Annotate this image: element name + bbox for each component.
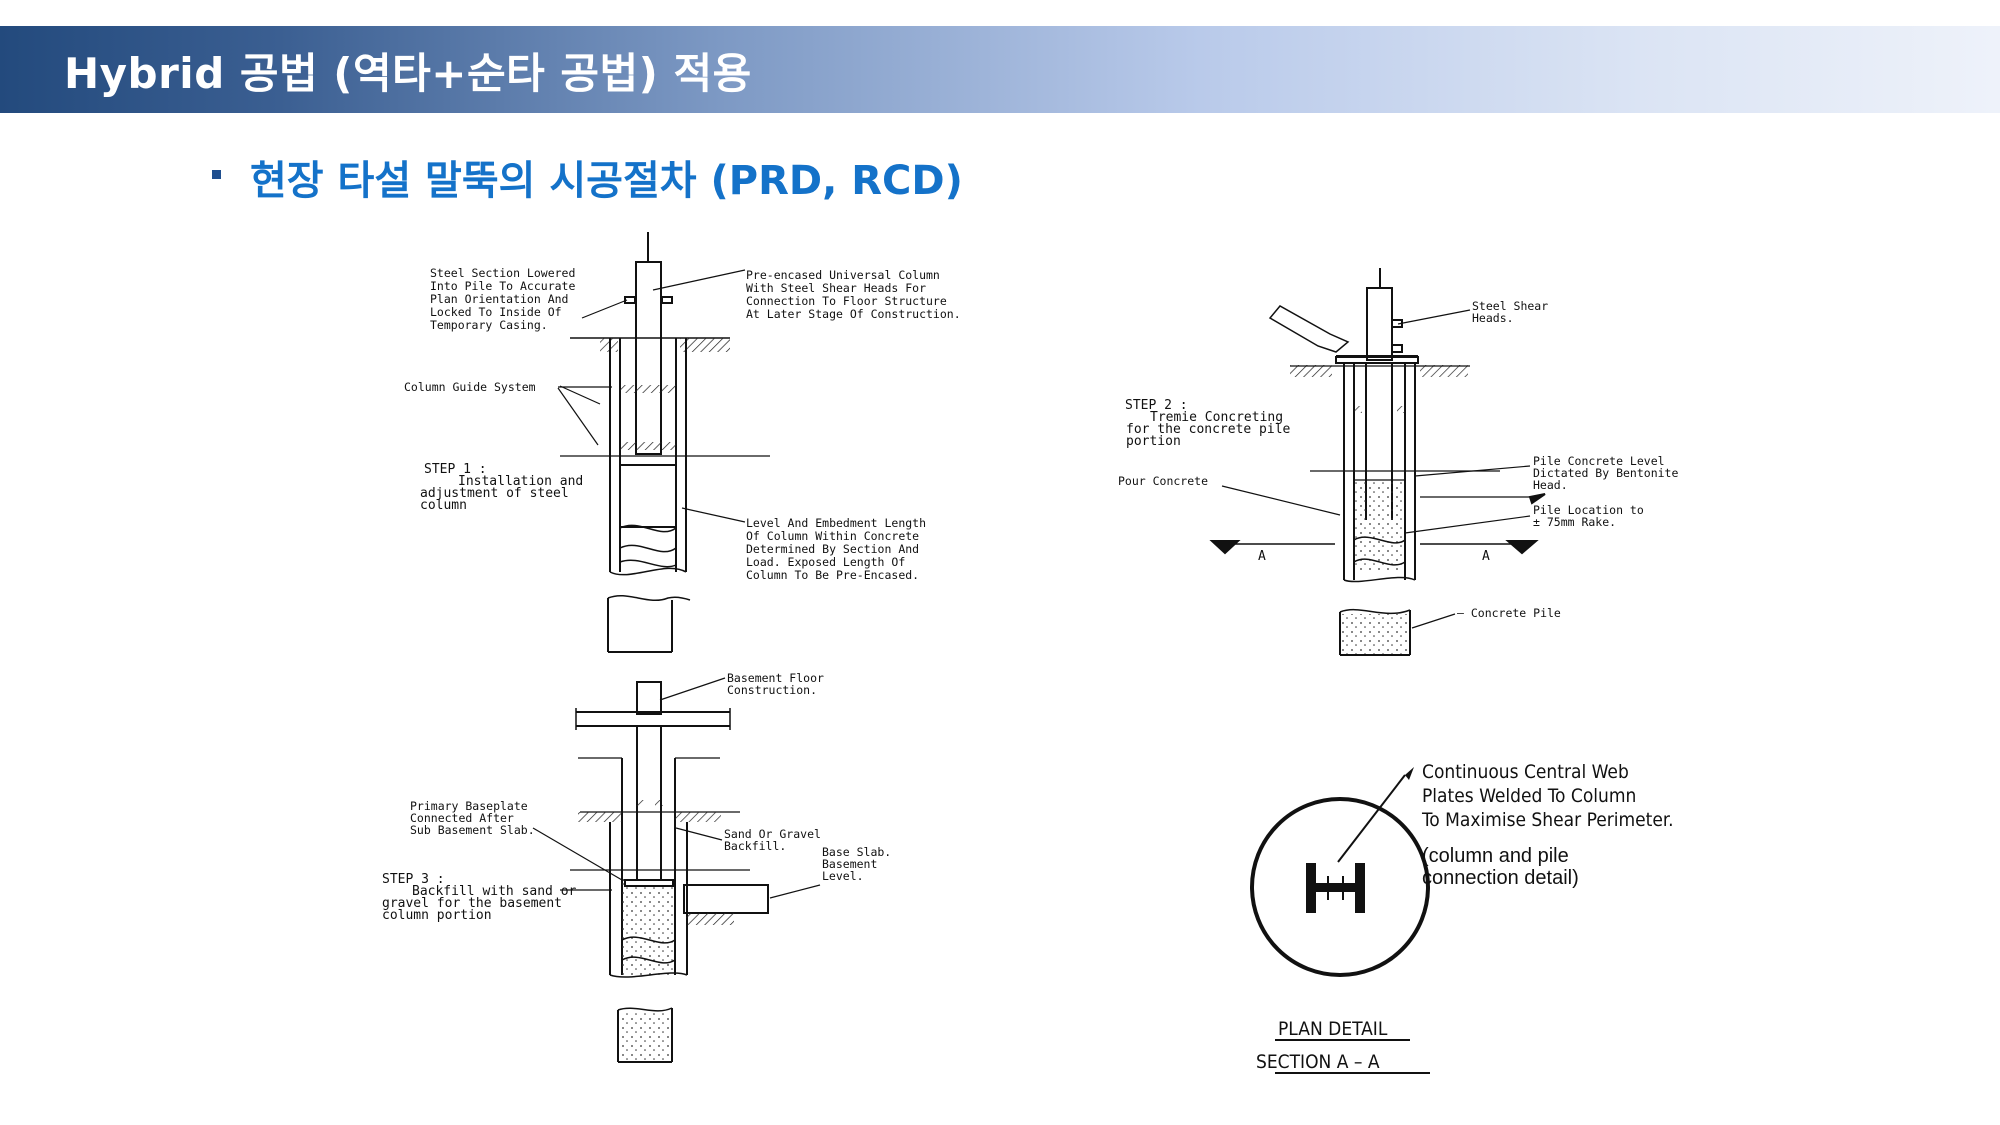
step3-sand-1: Sand Or Gravel	[724, 827, 821, 841]
step1-guide: Column Guide System	[404, 380, 536, 394]
step2-level-2: Dictated By Bentonite	[1533, 466, 1678, 480]
step3-baseslab-2: Basement	[822, 857, 877, 871]
step1-note-tr-1: Pre-encased Universal Column	[746, 268, 940, 282]
step1-desc-2: adjustment of steel	[420, 486, 569, 501]
plan-title-1: PLAN DETAIL	[1278, 1018, 1388, 1040]
step2-drawing	[1209, 268, 1546, 656]
plan-web-1: Continuous Central Web	[1422, 761, 1629, 783]
step3-title: STEP 3 :	[382, 872, 445, 887]
step3-floor-1: Basement Floor	[727, 671, 824, 685]
step3-sand-2: Backfill.	[724, 839, 786, 853]
plan-detail-drawing	[1250, 767, 1430, 1074]
step1-note-b-2: Of Column Within Concrete	[746, 529, 919, 543]
step2-pour: Pour Concrete	[1118, 474, 1208, 488]
step1-note-b-5: Column To Be Pre-Encased.	[746, 568, 919, 582]
step2-shear-2: Heads.	[1472, 311, 1514, 325]
step3-desc-3: column portion	[382, 908, 492, 923]
page-title: Hybrid 공법 (역타+순타 공법) 적용	[64, 49, 752, 98]
step3-baseplate-3: Sub Basement Slab.	[410, 823, 535, 837]
plan-detail-2: connection detail)	[1422, 867, 1579, 889]
step3-baseplate-2: Connected After	[410, 811, 514, 825]
step2-desc-2: for the concrete pile	[1126, 422, 1291, 437]
step2-title: STEP 2 :	[1125, 398, 1188, 413]
section-mark-right: A	[1482, 549, 1490, 564]
section-subtitle: 현장 타설 말뚝의 시공절차 (PRD, RCD)	[250, 158, 963, 204]
plan-web-2: Plates Welded To Column	[1422, 785, 1636, 807]
step1-title: STEP 1 :	[424, 462, 487, 477]
step3-desc-1: Backfill with sand or	[412, 884, 577, 899]
step1-drawing	[557, 232, 770, 653]
plan-web-3: To Maximise Shear Perimeter.	[1421, 809, 1674, 831]
step3-baseslab-1: Base Slab.	[822, 845, 891, 859]
step3-drawing	[532, 677, 821, 1063]
plan-detail-1: (column and pile	[1422, 845, 1569, 867]
step2-level-1: Pile Concrete Level	[1533, 454, 1665, 468]
step1-note-b-3: Determined By Section And	[746, 542, 919, 556]
bullet-icon	[212, 170, 221, 179]
step1-note-tl-2: Into Pile To Accurate	[430, 279, 575, 293]
step1-note-b-4: Load. Exposed Length Of	[746, 555, 905, 569]
step1-note-b-1: Level And Embedment Length	[746, 516, 926, 530]
step3-baseplate-1: Primary Baseplate	[410, 799, 528, 813]
step1-desc-3: column	[420, 498, 467, 513]
step2-location-2: ± 75mm Rake.	[1533, 515, 1616, 529]
step2-concrete-pile: – Concrete Pile	[1457, 606, 1561, 620]
step1-note-tl-3: Plan Orientation And	[430, 292, 568, 306]
step1-desc-1: Installation and	[458, 474, 583, 489]
step2-location-1: Pile Location to	[1533, 503, 1644, 517]
step3-desc-2: gravel for the basement	[382, 896, 562, 911]
step2-desc-1: Tremie Concreting	[1150, 410, 1283, 425]
step3-baseslab-3: Level.	[822, 869, 864, 883]
step2-labels: Steel Shear Heads. STEP 2 : Tremie Concr…	[1118, 299, 1678, 620]
plan-title-2: SECTION A – A	[1256, 1051, 1380, 1073]
step1-labels: Steel Section Lowered Into Pile To Accur…	[404, 266, 961, 582]
step1-note-tl-5: Temporary Casing.	[430, 318, 548, 332]
plan-detail-labels: Continuous Central Web Plates Welded To …	[1256, 761, 1674, 1073]
step1-note-tl-1: Steel Section Lowered	[430, 266, 575, 280]
header-bar	[0, 26, 2000, 113]
step2-desc-3: portion	[1126, 434, 1181, 449]
step1-note-tr-3: Connection To Floor Structure	[746, 294, 947, 308]
step2-shear-1: Steel Shear	[1472, 299, 1548, 313]
step3-floor-2: Construction.	[727, 683, 817, 697]
step3-labels: Basement Floor Construction. Primary Bas…	[382, 671, 891, 923]
step1-note-tr-4: At Later Stage Of Construction.	[746, 307, 961, 321]
step1-note-tl-4: Locked To Inside Of	[430, 305, 562, 319]
section-mark-left: A	[1258, 549, 1266, 564]
step1-note-tr-2: With Steel Shear Heads For	[746, 281, 926, 295]
step2-level-3: Head.	[1533, 478, 1568, 492]
